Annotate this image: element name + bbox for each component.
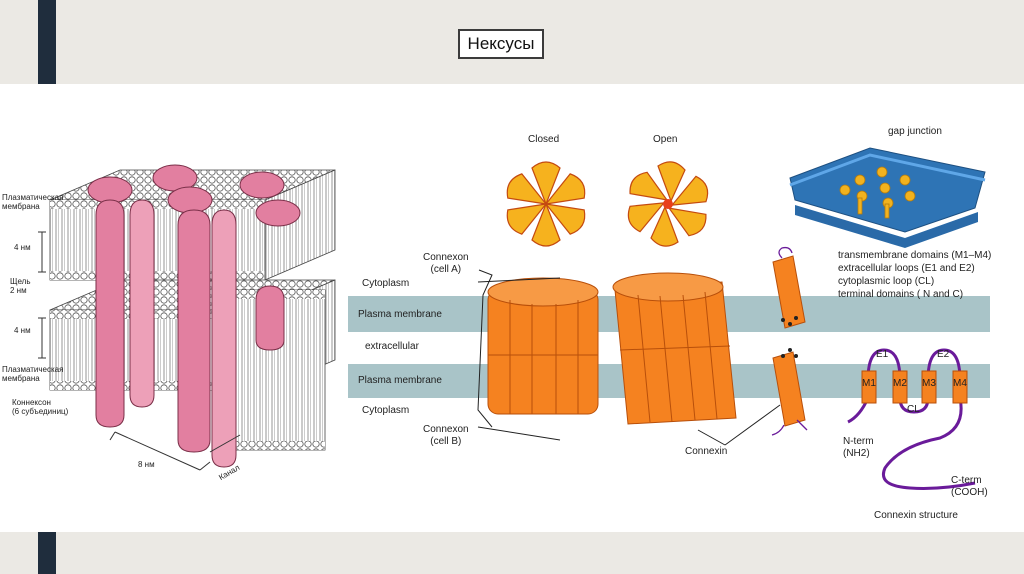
label-m4: M4 <box>953 378 967 389</box>
connexin-loops <box>771 246 808 436</box>
label-m3: M3 <box>922 378 936 389</box>
label-connexin: Connexin <box>685 446 728 457</box>
open-connexon-flower <box>627 161 709 247</box>
connexin-end-dots <box>781 316 798 358</box>
footer-band <box>0 532 1024 574</box>
label-m2: M2 <box>893 378 907 389</box>
label-open: Open <box>653 134 678 145</box>
label-gap-junction: gap junction <box>888 126 942 137</box>
footer-accent-bar <box>38 532 56 574</box>
connexon-open <box>612 272 737 425</box>
legend-transmembrane-domains: transmembrane domains (M1–M4) <box>838 250 992 261</box>
label-connexon-b: Connexon (cell B) <box>423 424 469 447</box>
gap-junction-illustration <box>789 147 986 248</box>
connexin-cylinders <box>772 255 806 427</box>
membrane-block-diagram <box>38 164 336 471</box>
label-plasma-membrane-top: Plasma membrane <box>358 309 442 320</box>
label-cytoplasm-bottom: Cytoplasm <box>362 405 410 416</box>
label-cytoplasm-top: Cytoplasm <box>362 278 410 289</box>
connexon-channels <box>95 199 285 468</box>
label-e2: E2 <box>937 349 950 360</box>
label-gap: Щель 2 нм <box>10 277 31 296</box>
label-width: 8 нм <box>138 460 155 469</box>
connexin-topology <box>847 348 976 490</box>
label-m1: M1 <box>862 378 876 389</box>
label-plasma-membrane-bottom: Plasma membrane <box>358 375 442 386</box>
label-extracellular: extracellular <box>365 341 419 352</box>
label-closed: Closed <box>528 134 560 145</box>
legend-extracellular-loops: extracellular loops (E1 and E2) <box>838 263 975 274</box>
header-accent-bar <box>38 0 56 84</box>
legend-terminal-domains: terminal domains ( N and C) <box>838 289 964 300</box>
legend-cytoplasmic-loop: cytoplasmic loop (CL) <box>838 276 935 287</box>
dimension-markers <box>38 231 241 471</box>
callout-lines <box>477 269 781 446</box>
label-connexin-structure: Connexin structure <box>874 510 958 521</box>
label-connexon-a: Connexon (cell A) <box>423 252 469 275</box>
label-plasma-membrane-bottom: Плазматическая мембрана <box>2 365 64 384</box>
connexon-cell-a-closed <box>487 277 599 415</box>
closed-connexon-flower <box>506 161 586 247</box>
label-thickness-bottom: 4 нм <box>14 326 31 335</box>
label-plasma-membrane-top: Плазматическая мембрана <box>2 193 64 212</box>
label-e1: E1 <box>876 349 889 360</box>
connexon-top-caps <box>87 164 301 227</box>
label-c-term: C-term (COOH) <box>951 475 988 498</box>
slide-title: Нексусы <box>458 29 544 59</box>
label-cl: CL <box>907 404 920 415</box>
label-n-term: N-term (NH2) <box>843 436 874 459</box>
label-connexon: Коннексон (6 субъединиц) <box>12 398 69 417</box>
label-thickness-top: 4 нм <box>14 243 31 252</box>
upper-membrane-side <box>264 169 336 281</box>
